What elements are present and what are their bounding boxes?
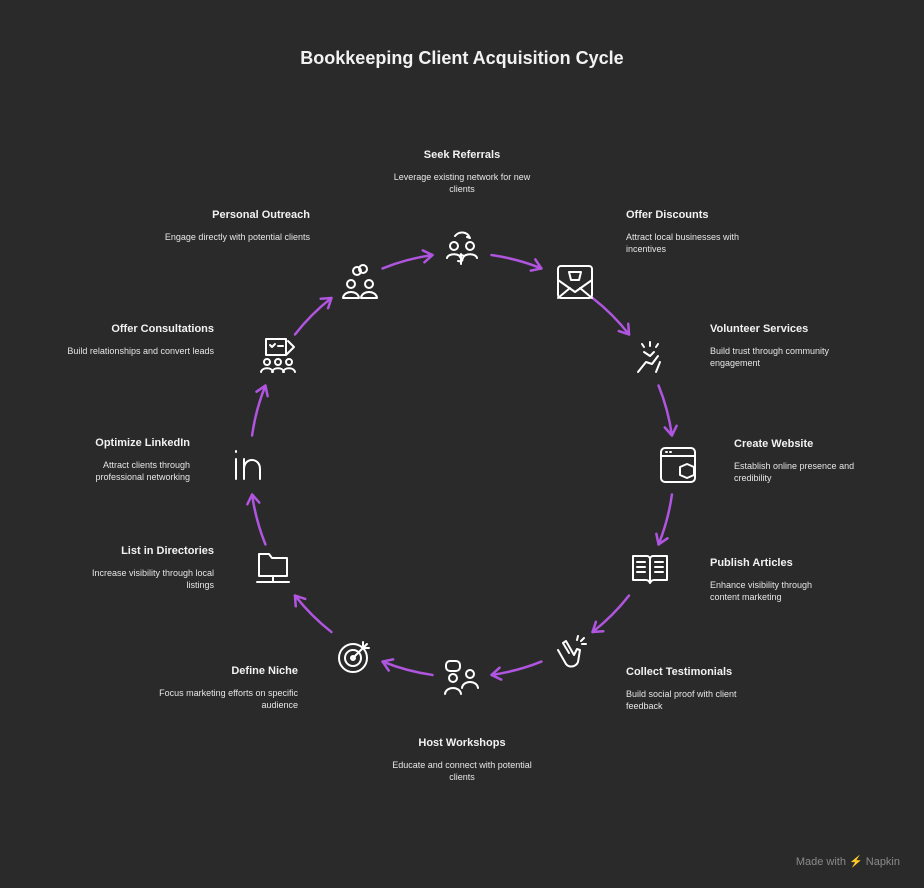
referral-exchange-icon	[442, 230, 482, 270]
step-desc: Educate and connect with potential clien…	[392, 760, 532, 782]
browser-box-icon	[658, 445, 698, 485]
linkedin-icon	[228, 445, 268, 485]
arrow-head	[293, 594, 307, 608]
step-desc: Leverage existing network for new client…	[393, 172, 531, 194]
step-desc: Establish online presence and credibilit…	[734, 461, 855, 483]
arrow-head	[319, 296, 333, 310]
people-chat-icon	[442, 658, 482, 698]
step-title: List in Directories	[121, 545, 214, 557]
step-title: Collect Testimonials	[626, 666, 733, 678]
cycle-arrow	[591, 296, 631, 336]
step-desc: Attract local businesses with incentives	[626, 232, 740, 254]
target-icon	[335, 636, 375, 676]
step-desc: Build social proof with client feedback	[626, 689, 737, 711]
cycle-arrow	[490, 253, 543, 270]
open-book-icon	[630, 548, 670, 588]
step-title: Define Niche	[231, 665, 298, 677]
cycle-arrow	[591, 594, 631, 634]
step-desc: Engage directly with potential clients	[164, 232, 310, 242]
folder-network-icon	[253, 548, 293, 588]
clapping-hands-icon	[550, 632, 590, 672]
step-desc: Focus marketing efforts on specific audi…	[159, 688, 298, 710]
cycle-arrow	[250, 384, 267, 437]
napkin-watermark: Made with ⚡ Napkin	[795, 856, 900, 868]
step-title: Publish Articles	[710, 557, 793, 569]
checklist-group-icon	[258, 335, 298, 375]
step-desc: Build trust through community engagement	[710, 346, 830, 368]
cycle-arrow	[293, 296, 333, 336]
diagram-title: Bookkeeping Client Acquisition Cycle	[300, 48, 624, 68]
arrow-head	[617, 322, 631, 336]
step-title: Host Workshops	[418, 737, 506, 749]
arrow-head	[246, 493, 261, 506]
cycle-arrow	[381, 660, 434, 677]
arrow-head	[529, 258, 543, 272]
arrow-head	[381, 658, 395, 672]
helping-hands-icon	[630, 338, 670, 378]
step-desc: Attract clients through professional net…	[95, 460, 190, 482]
step-title: Offer Consultations	[111, 323, 214, 335]
arrow-head	[663, 424, 678, 437]
step-desc: Enhance visibility through content marke…	[710, 580, 813, 602]
linked-people-icon	[340, 262, 380, 302]
cycle-arrow	[657, 493, 674, 546]
step-desc: Increase visibility through local listin…	[91, 568, 214, 590]
step-title: Volunteer Services	[710, 323, 809, 335]
envelope-cart-icon	[555, 262, 595, 302]
arrow-head	[255, 384, 269, 398]
arrow-head	[421, 249, 434, 264]
arrow-head	[591, 620, 605, 634]
step-title: Seek Referrals	[423, 149, 501, 161]
step-title: Offer Discounts	[626, 209, 709, 221]
step-title: Create Website	[734, 438, 814, 450]
arrow-head	[655, 532, 669, 546]
step-desc: Build relationships and convert leads	[67, 346, 214, 356]
cycle-arrow	[293, 594, 333, 634]
arrow-head	[490, 666, 503, 681]
step-title: Optimize LinkedIn	[95, 437, 190, 449]
step-title: Personal Outreach	[212, 209, 310, 221]
